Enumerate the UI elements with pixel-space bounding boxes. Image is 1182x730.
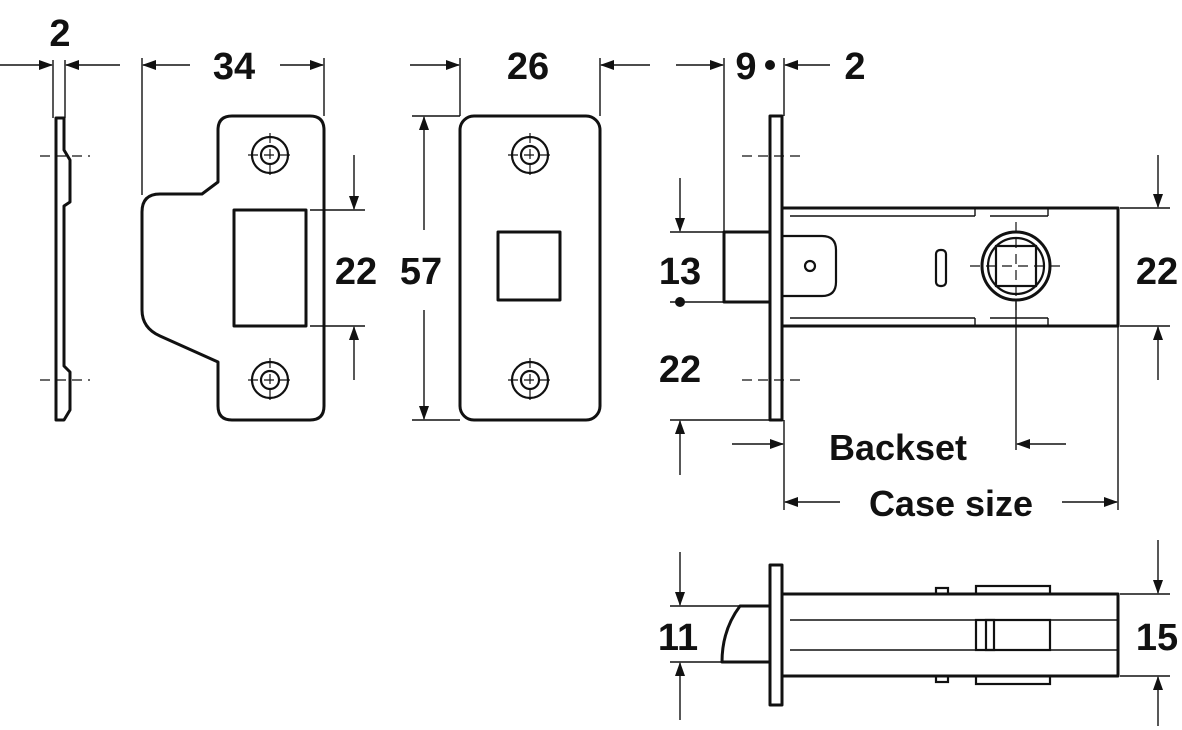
screw-hole-icon — [508, 133, 552, 177]
dim-latch-projection: 9 — [735, 46, 756, 88]
dim-forend-width: 26 — [507, 46, 549, 88]
screw-hole-icon — [508, 358, 552, 402]
screw-hole-icon — [248, 358, 292, 402]
dim-forend-offset: 22 — [659, 349, 701, 391]
dim-latch-bolt-height: 13 — [659, 251, 701, 293]
dim-bolt-height-side: 11 — [658, 617, 698, 659]
dim-case-height: 22 — [1136, 251, 1178, 293]
latch-top-view — [670, 58, 1170, 510]
dim-strike-thickness: 2 — [49, 13, 70, 55]
dim-strike-opening: 22 — [335, 251, 377, 293]
dim-case-depth-side: 15 — [1136, 617, 1178, 659]
label-backset: Backset — [829, 427, 967, 468]
label-case-size: Case size — [869, 483, 1033, 524]
dim-forend-thickness: 2 — [844, 46, 865, 88]
latch-side-view — [670, 540, 1170, 726]
strike-plate-side-view — [0, 60, 120, 422]
screw-hole-icon — [248, 133, 292, 177]
strike-plate-front-view — [140, 58, 365, 422]
dim-forend-height: 57 — [400, 251, 442, 293]
forend-front-view — [410, 58, 650, 422]
dim-strike-width: 34 — [213, 46, 255, 88]
